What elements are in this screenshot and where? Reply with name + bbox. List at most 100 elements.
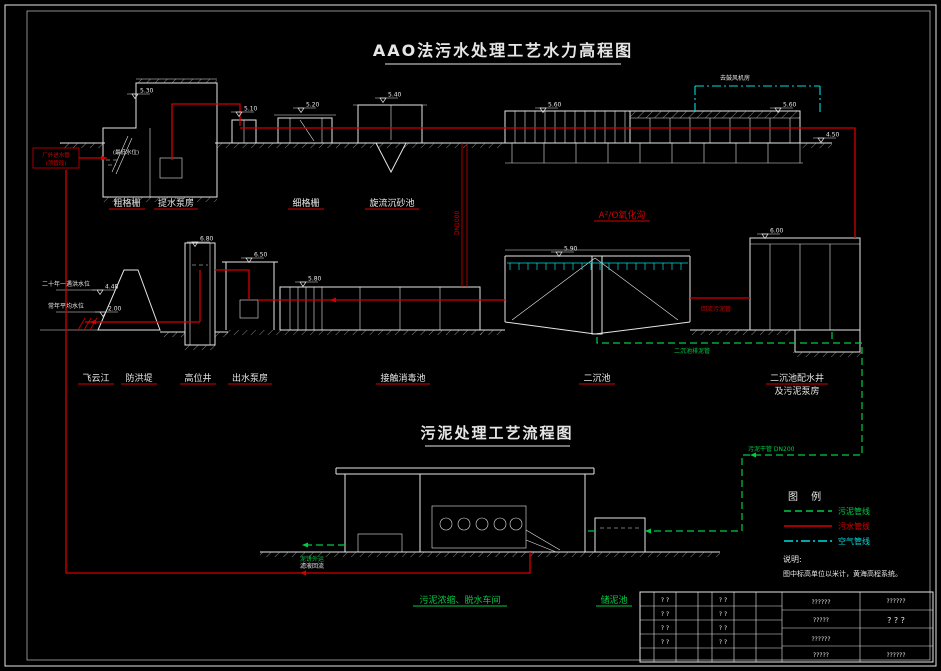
legend-air-label: 空气管线 <box>838 536 870 546</box>
label-dewatering-building: 污泥浓缩、脱水车间 <box>419 594 500 606</box>
legend-title: 图 例 <box>788 490 826 503</box>
legend-sewage-label: 污水管线 <box>838 521 870 531</box>
label-flood-dike: 防洪堤 <box>125 372 152 384</box>
titleblock-cell: ?????? <box>886 598 905 605</box>
inlet-pipe-label-2: (顶管段) <box>46 159 67 167</box>
clarifier-drain-label: 二沉池排泥管 <box>674 347 710 355</box>
svg-text:5.60: 5.60 <box>783 102 797 109</box>
filtrate-note: 滤液回流 <box>300 562 324 570</box>
label-secondary-clarifier: 二沉池 <box>583 372 610 384</box>
label-storage-tank: 储泥池 <box>600 594 627 606</box>
return-sludge-label: 回流污泥管 <box>701 305 731 313</box>
titleblock-cell: ? ? <box>661 597 669 604</box>
svg-text:5.80: 5.80 <box>308 276 322 283</box>
top-process-row: (最低水位) <box>60 74 832 222</box>
structure-grit-chamber <box>353 104 427 174</box>
label-high-well: 高位井 <box>184 372 211 384</box>
titleblock-cell: ? ? <box>719 639 727 646</box>
label-grit-chamber: 旋流沉砂池 <box>369 197 414 209</box>
titleblock-cell: ?????? <box>811 636 830 643</box>
elevation-flag: 2.00 <box>95 306 122 318</box>
svg-text:5.90: 5.90 <box>564 246 578 253</box>
title-block: ? ? ? ? ? ? ? ? ? ? ? ? ? ? ? ? ?????? ?… <box>639 591 934 663</box>
bottom-row-labels: 污泥浓缩、脱水车间 储泥池 <box>413 594 632 607</box>
titleblock-cell: ? ? <box>719 611 727 618</box>
elevation-flag: 5.80 <box>295 276 322 288</box>
svg-text:5.40: 5.40 <box>388 92 402 99</box>
svg-text:6.00: 6.00 <box>770 228 784 235</box>
svg-text:6.80: 6.80 <box>200 236 214 243</box>
label-fine-screen: 细格栅 <box>292 197 319 209</box>
titleblock-cell: ????? <box>813 652 829 659</box>
elevation-flag: 6.50 <box>241 252 268 264</box>
titleblock-cell: ?????? <box>886 652 905 659</box>
elevation-flag: 5.30 <box>127 88 154 100</box>
sludge-title: 污泥处理工艺流程图 <box>420 424 573 447</box>
elevation-flag: 6.00 <box>757 228 784 240</box>
main-title: AAO法污水处理工艺水力高程图 <box>373 41 633 65</box>
elevation-flag: 6.80 <box>187 236 214 248</box>
notes-body: 图中标高单位以米计，黄海高程系统。 <box>783 569 902 578</box>
inlet-pipe-label-1: 厂外进水管 <box>42 151 70 159</box>
label-oxidation-ditch: A²/O氧化沟 <box>599 209 646 221</box>
elevation-flag: 5.20 <box>293 102 320 114</box>
middle-process-row: 二十年一遇洪水位 常年平均水位 <box>40 237 862 397</box>
elevation-flags: 5.30 5.10 5.20 5.40 5.60 5.60 4.50 4.48 … <box>92 88 840 318</box>
outfall-detail <box>77 317 98 331</box>
page-title: AAO法污水处理工艺水力高程图 <box>373 41 633 60</box>
svg-text:5.60: 5.60 <box>548 102 562 109</box>
sludge-treatment-section: 污泥浓缩、脱水车间 储泥池 泥饼外运 滤液回流 <box>260 467 720 607</box>
svg-text:5.10: 5.10 <box>244 106 258 113</box>
svg-text:5.30: 5.30 <box>140 88 154 95</box>
titleblock-cell: ? ? <box>719 597 727 604</box>
sewage-pipeline: 厂外进水管 (顶管段) DN1000 回流污泥管 <box>32 103 856 576</box>
label-river: 飞云江 <box>82 373 109 384</box>
legend: 图 例 污泥管线 污水管线 空气管线 <box>784 490 870 546</box>
notes-title: 说明: <box>783 554 802 564</box>
elevation-flag: 5.10 <box>231 106 258 118</box>
air-pipeline <box>694 85 821 113</box>
structure-distribution-well <box>748 237 862 357</box>
belt-press-equipment <box>431 505 561 553</box>
structure-dewatering-building <box>335 467 595 553</box>
sludge-main-label: 污泥干管 DN200 <box>748 445 795 453</box>
sludge-pipeline: 二沉池排泥管 污泥干管 DN200 <box>302 332 863 548</box>
titleblock-cell: ? ? <box>661 639 669 646</box>
svg-text:4.50: 4.50 <box>826 132 840 139</box>
titleblock-cell: ? ? <box>661 611 669 618</box>
elevation-flag: 5.60 <box>535 102 562 114</box>
label-distribution-well-1: 二沉池配水井 <box>770 372 824 384</box>
structure-disinfection-tank <box>278 286 482 335</box>
titleblock-cell: ?????? <box>811 599 830 606</box>
structure-high-level-well <box>183 242 217 350</box>
section-title: 污泥处理工艺流程图 <box>420 424 573 442</box>
drawing-frame <box>4 4 937 667</box>
pipe-size-label: DN1000 <box>454 210 461 235</box>
titleblock-cell: ????? <box>813 617 829 624</box>
structure-secondary-clarifier <box>504 249 691 335</box>
structure-river-dike: 二十年一遇洪水位 常年平均水位 <box>40 269 161 331</box>
notes: 说明: 图中标高单位以米计，黄海高程系统。 <box>783 554 902 578</box>
blower-room-note: 去鼓风机房 <box>720 74 750 82</box>
bypass-pipe <box>461 143 468 287</box>
titleblock-cell: ? ? <box>719 625 727 632</box>
elevation-flag: 5.60 <box>770 102 797 114</box>
legend-sludge-label: 污泥管线 <box>838 506 870 516</box>
aeration-launder-detail <box>507 262 688 270</box>
low-water-note: (最低水位) <box>113 148 139 156</box>
label-lift-pump-station: 提水泵房 <box>158 197 194 209</box>
structure-fine-screen <box>274 114 336 144</box>
svg-text:6.50: 6.50 <box>254 252 268 259</box>
structure-oxidation-ditch <box>504 110 803 164</box>
structure-outlet-chamber <box>231 119 257 144</box>
label-outlet-pump: 出水泵房 <box>232 372 268 384</box>
top-row-labels: 粗格栅 提水泵房 细格栅 旋流沉砂池 A²/O氧化沟 <box>109 197 650 222</box>
svg-text:4.48: 4.48 <box>105 284 119 291</box>
structure-outlet-pump-house <box>222 261 278 335</box>
structure-sludge-storage-tank <box>594 517 646 553</box>
mid-row-labels: 飞云江 防洪堤 高位井 出水泵房 接触消毒池 二沉池 二沉池配水井 及污泥泵房 <box>78 372 828 397</box>
svg-text:2.00: 2.00 <box>108 306 122 313</box>
elevation-flag: 5.40 <box>375 92 402 104</box>
